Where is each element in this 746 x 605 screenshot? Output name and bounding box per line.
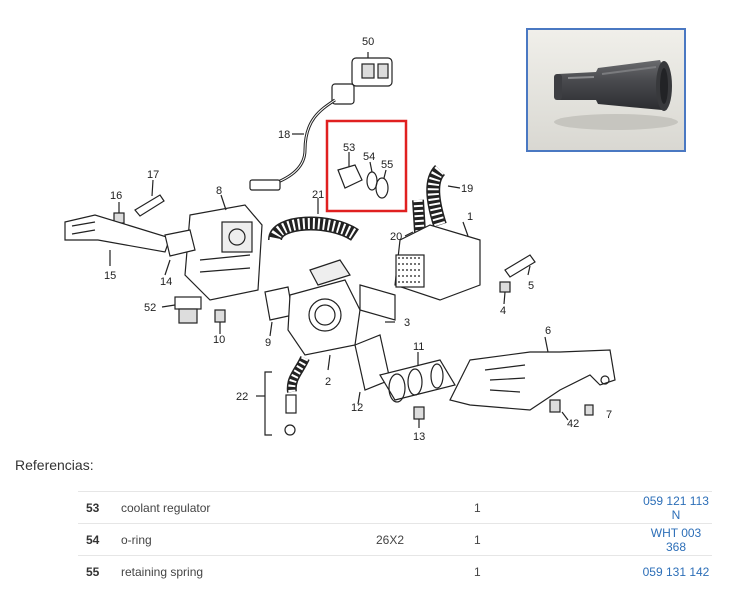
table-row: 53 coolant regulator 1 059 121 113 N [78, 491, 712, 524]
ref-size: 26X2 [376, 523, 474, 556]
callout-1: 1 [467, 211, 473, 223]
callout-2: 2 [325, 376, 331, 388]
part-photo [526, 28, 686, 152]
callout-17: 17 [147, 169, 159, 181]
highlight-box [325, 119, 408, 213]
part-11-pipe [379, 352, 456, 403]
callout-21: 21 [312, 189, 324, 201]
callout-19: 19 [461, 183, 473, 195]
ref-description: coolant regulator [121, 491, 376, 524]
ref-quantity: 1 [474, 523, 640, 556]
part-10-bolt [214, 309, 226, 323]
ref-size [376, 491, 474, 524]
exploded-parts-diagram: 50 18 17 16 8 53 54 55 19 21 20 1 15 14 … [64, 36, 616, 443]
callout-52: 52 [144, 302, 156, 314]
ref-description: o-ring [121, 523, 376, 556]
callout-13: 13 [413, 431, 425, 443]
part-1-egr-cooler [394, 221, 481, 301]
callout-15: 15 [104, 270, 116, 282]
callout-4: 4 [500, 305, 506, 317]
callout-3: 3 [404, 317, 410, 329]
callout-20: 20 [390, 231, 402, 243]
part-18-wire [269, 98, 336, 187]
ref-part-number-link[interactable]: 059 121 113 N [640, 491, 712, 524]
part-50-connector [331, 52, 393, 105]
ref-number: 54 [78, 523, 121, 556]
callout-9: 9 [265, 337, 271, 349]
ref-part-number-link[interactable]: 059 131 142 [640, 555, 712, 587]
callout-18: 18 [278, 129, 290, 141]
callout-16: 16 [110, 190, 122, 202]
callout-14: 14 [160, 276, 172, 288]
callout-11: 11 [413, 341, 424, 353]
ref-part-number-link[interactable]: WHT 003 368 [640, 523, 712, 556]
part-8-valve [184, 194, 263, 301]
table-row: 55 retaining spring 1 059 131 142 [78, 555, 712, 587]
references-title: Referencias: [15, 457, 94, 473]
part-52-sensor [161, 296, 202, 324]
callout-53: 53 [343, 142, 355, 154]
callout-12: 12 [351, 402, 363, 414]
ref-number: 55 [78, 555, 121, 587]
table-row: 54 o-ring 26X2 1 WHT 003 368 [78, 523, 712, 556]
callout-5: 5 [528, 280, 534, 292]
coolant-regulator-photo [528, 30, 684, 150]
callout-55: 55 [381, 159, 393, 171]
part-17 [134, 194, 165, 217]
ref-quantity: 1 [474, 491, 640, 524]
part-6-bracket [449, 336, 616, 411]
ref-number: 53 [78, 491, 121, 524]
callout-22: 22 [236, 391, 248, 403]
part-55-retaining-spring [375, 177, 389, 199]
callout-54: 54 [363, 151, 375, 163]
part-2-throttle-body [287, 259, 361, 371]
ref-quantity: 1 [474, 555, 640, 587]
ref-description: retaining spring [121, 555, 376, 587]
callout-10: 10 [213, 334, 225, 346]
part-15-pipe [64, 214, 171, 253]
part-53-coolant-regulator [337, 164, 363, 189]
ref-size [376, 555, 474, 587]
callout-6: 6 [545, 325, 551, 337]
callout-50: 50 [362, 36, 374, 48]
part-14-gasket [164, 229, 196, 257]
callout-7: 7 [606, 409, 612, 421]
references-table: 53 coolant regulator 1 059 121 113 N 54 … [78, 491, 712, 587]
callout-42: 42 [567, 418, 579, 430]
callout-8: 8 [216, 185, 222, 197]
